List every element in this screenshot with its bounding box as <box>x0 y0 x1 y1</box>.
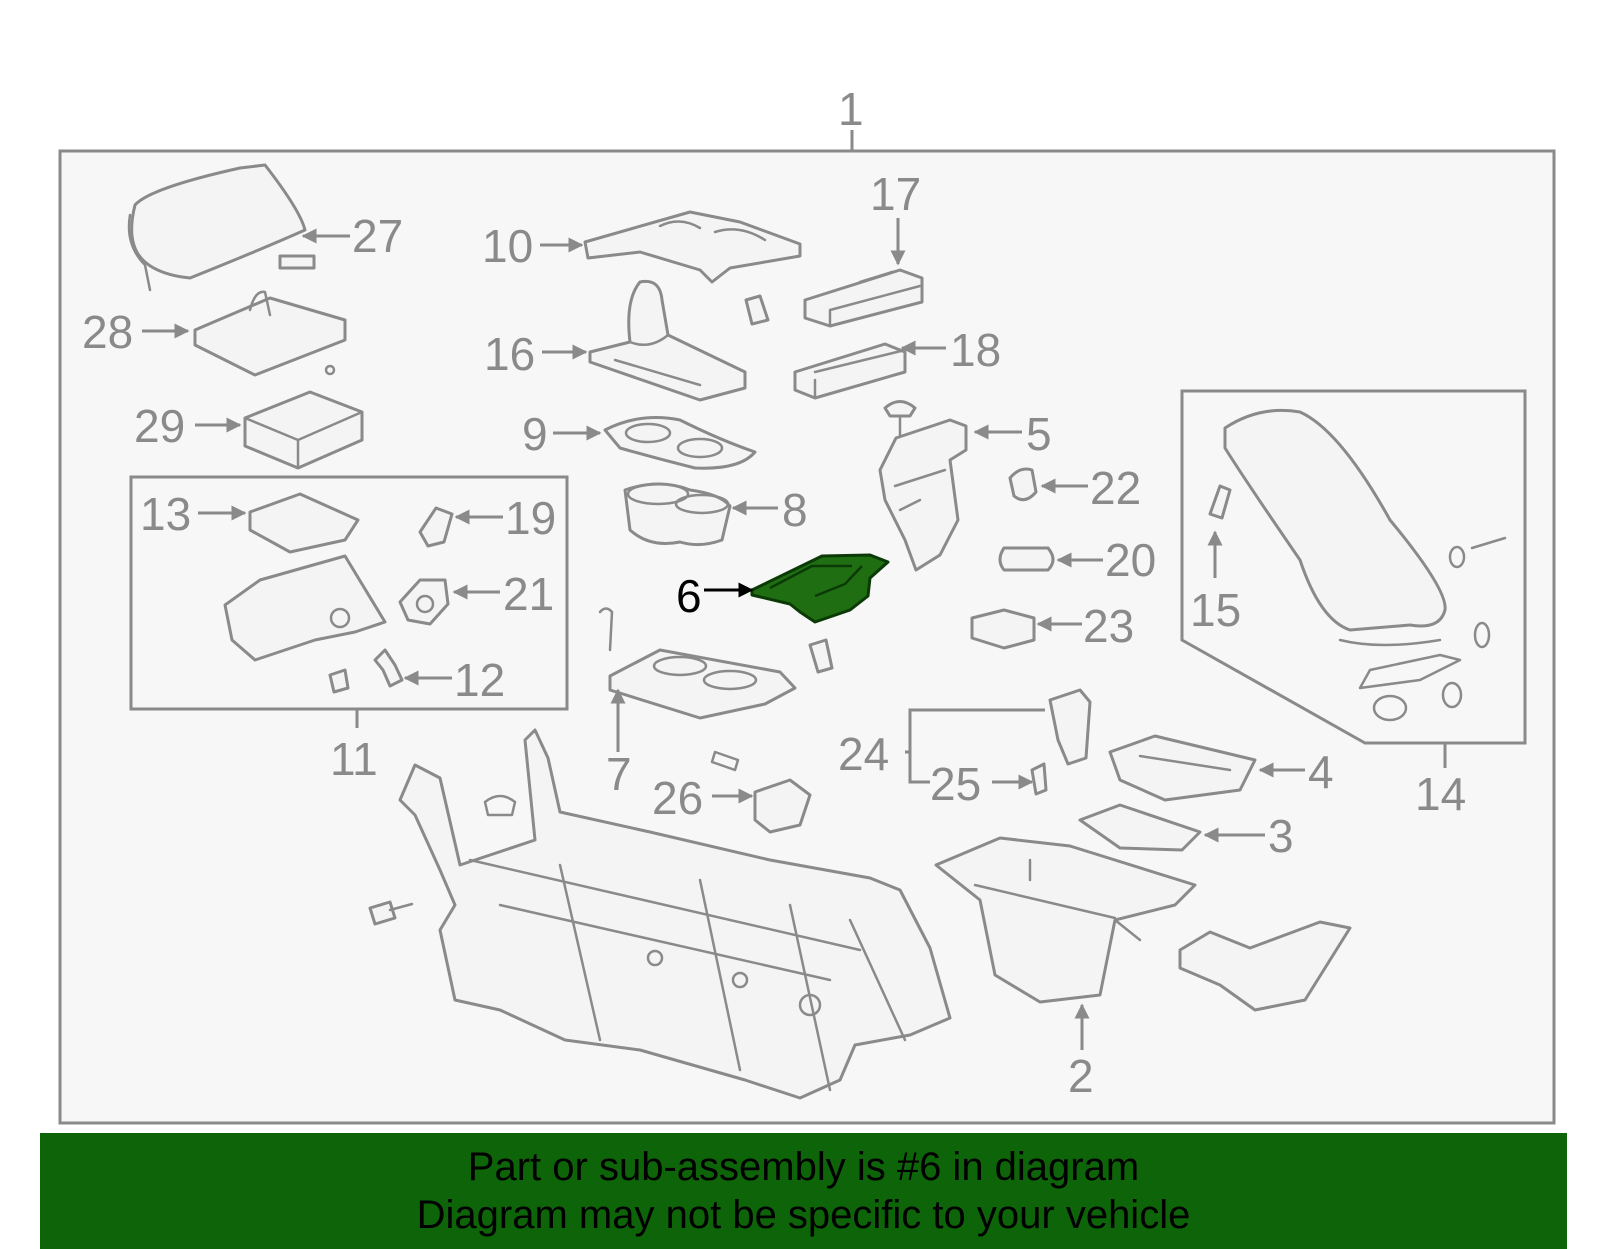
part-10-trim-plate <box>583 210 802 326</box>
callout-21: 21 <box>503 568 554 620</box>
part-4-tray <box>1108 734 1257 802</box>
callout-1: 1 <box>838 83 864 135</box>
callout-20: 20 <box>1105 534 1156 586</box>
callout-8: 8 <box>782 484 808 536</box>
part-17-switch <box>803 268 924 328</box>
callout-28: 28 <box>82 306 133 358</box>
callout-leader-24 <box>905 708 1045 784</box>
part-28-tray <box>193 290 347 377</box>
info-banner: Part or sub-assembly is #6 in diagram Di… <box>40 1133 1567 1249</box>
part-3-mat <box>1078 803 1202 852</box>
callout-22: 22 <box>1090 462 1141 514</box>
callout-11: 11 <box>330 733 378 785</box>
subassembly-frame-11 <box>129 475 569 711</box>
part-19-clip <box>418 506 454 548</box>
callout-7: 7 <box>606 748 632 800</box>
part-12-fastener <box>328 648 404 694</box>
callout-25: 25 <box>930 758 981 810</box>
callout-26: 26 <box>652 772 703 824</box>
part-18-switch <box>793 342 907 400</box>
callout-6: 6 <box>676 570 702 622</box>
part-24-harness <box>1030 688 1092 796</box>
callout-5: 5 <box>1026 408 1052 460</box>
part-23-aux-port <box>970 608 1036 650</box>
callout-23: 23 <box>1083 600 1134 652</box>
callout-16: 16 <box>484 328 535 380</box>
part-15-bolt <box>1208 484 1232 520</box>
part-6-storage-bin <box>750 553 890 674</box>
callout-3: 3 <box>1268 810 1294 862</box>
callout-14: 14 <box>1415 768 1466 820</box>
callout-15: 15 <box>1190 584 1241 636</box>
callout-17: 17 <box>870 168 921 220</box>
banner-line-2: Diagram may not be specific to your vehi… <box>416 1193 1191 1237</box>
callout-13: 13 <box>140 488 191 540</box>
callout-4: 4 <box>1308 746 1334 798</box>
callout-9: 9 <box>522 408 548 460</box>
part-5-bracket <box>878 400 968 572</box>
part-11-bin <box>223 554 387 662</box>
callout-24: 24 <box>838 728 889 780</box>
part-27-lid <box>127 163 316 292</box>
part-26-outlet <box>710 750 812 834</box>
callout-27: 27 <box>352 210 403 262</box>
callout-2: 2 <box>1068 1050 1094 1102</box>
part-13-mat <box>248 492 360 554</box>
callout-29: 29 <box>134 400 185 452</box>
callout-19: 19 <box>505 492 556 544</box>
part-16-shifter-bezel <box>588 279 747 402</box>
part-29-module <box>243 390 364 470</box>
callout-10: 10 <box>482 220 533 272</box>
part-9-seal <box>603 416 757 470</box>
callout-12: 12 <box>454 654 505 706</box>
part-2-console-bin <box>934 836 1352 1012</box>
callout-18: 18 <box>950 324 1001 376</box>
part-22-socket <box>1008 467 1038 502</box>
part-21-bezel <box>398 578 450 626</box>
part-14-armrest <box>1223 408 1507 722</box>
part-carrier-frame <box>368 728 952 1100</box>
part-20-usb-port <box>998 546 1055 572</box>
part-8-cup-holder <box>623 482 732 547</box>
banner-line-1: Part or sub-assembly is #6 in diagram <box>467 1145 1140 1189</box>
